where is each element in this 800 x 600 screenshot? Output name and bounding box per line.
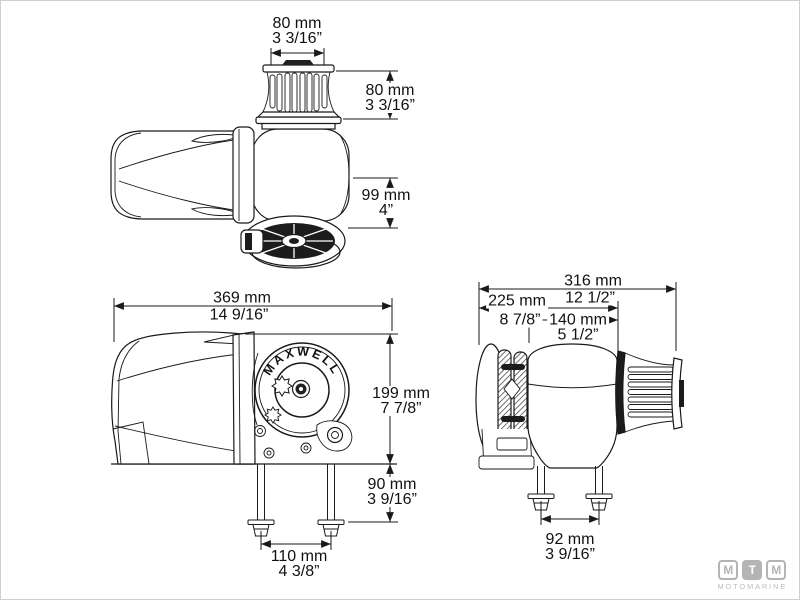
dim-label-end-gypsy-to-drum-mm: 225 mm [486,292,548,310]
logo-letter-t: T [742,560,763,580]
dim-top-drum-width-in: 3 3/16” [272,30,322,47]
dim-end-stud-spacing-in: 3 9/16” [545,546,595,563]
dim-label-end-housing-width-mm: 140 mm [547,311,609,329]
dim-label-side-overall-mm: 369 mm [211,289,273,307]
logo-letter-m2: M [766,560,787,580]
dim-label-side-stud-spacing: 110 mm 4 3/8” [268,548,330,580]
logo-letter-m1: M [718,560,739,580]
dim-side-below-deck-in: 3 9/16” [367,491,417,508]
dim-label-end-housing-width-in: 5 1/2” [555,326,601,344]
dim-label-end-gypsy-to-drum-in: 8 7/8” [497,311,543,329]
dim-label-side-overall-in: 14 9/16” [207,306,271,324]
dim-top-drum-height-mm: 80 mm [365,82,415,99]
dim-side-height-in: 7 7/8” [380,400,422,417]
dim-side-stud-spacing-in: 4 3/8” [278,563,320,580]
dim-side-height-mm: 199 mm [372,385,430,402]
dim-label-top-gypsy-offset: 99 mm 4” [359,187,413,219]
logo-letter-boxes: M T M [717,560,787,580]
dim-label-end-stud-spacing: 92 mm 3 9/16” [543,531,597,563]
dim-label-side-height: 199 mm 7 7/8” [370,385,432,417]
dim-top-gypsy-offset-mm: 99 mm [361,187,411,204]
dim-label-top-drum-width: 80 mm 3 3/16” [270,15,324,47]
end-view-group [475,343,684,511]
top-view-group [110,60,350,269]
dim-label-end-overall-in: 12 1/2” [563,289,617,307]
dim-top-drum-height-in: 3 3/16” [365,97,415,114]
dim-side-stud-spacing-mm: 110 mm [270,548,328,565]
dim-top-drum-width-mm: 80 mm [272,15,322,32]
dim-label-side-below-deck: 90 mm 3 9/16” [365,476,419,508]
dim-end-stud-spacing-mm: 92 mm [545,531,595,548]
mtm-motomarine-logo: M T M MOTOMARINE [717,560,787,591]
side-view-group: MAXWELL [111,331,397,537]
logo-subtext: MOTOMARINE [717,582,787,591]
dim-side-below-deck-mm: 90 mm [367,476,417,493]
dim-label-top-drum-height: 80 mm 3 3/16” [363,82,417,114]
dim-label-end-overall-mm: 316 mm [562,272,624,290]
dim-top-gypsy-offset-in: 4” [378,202,394,219]
